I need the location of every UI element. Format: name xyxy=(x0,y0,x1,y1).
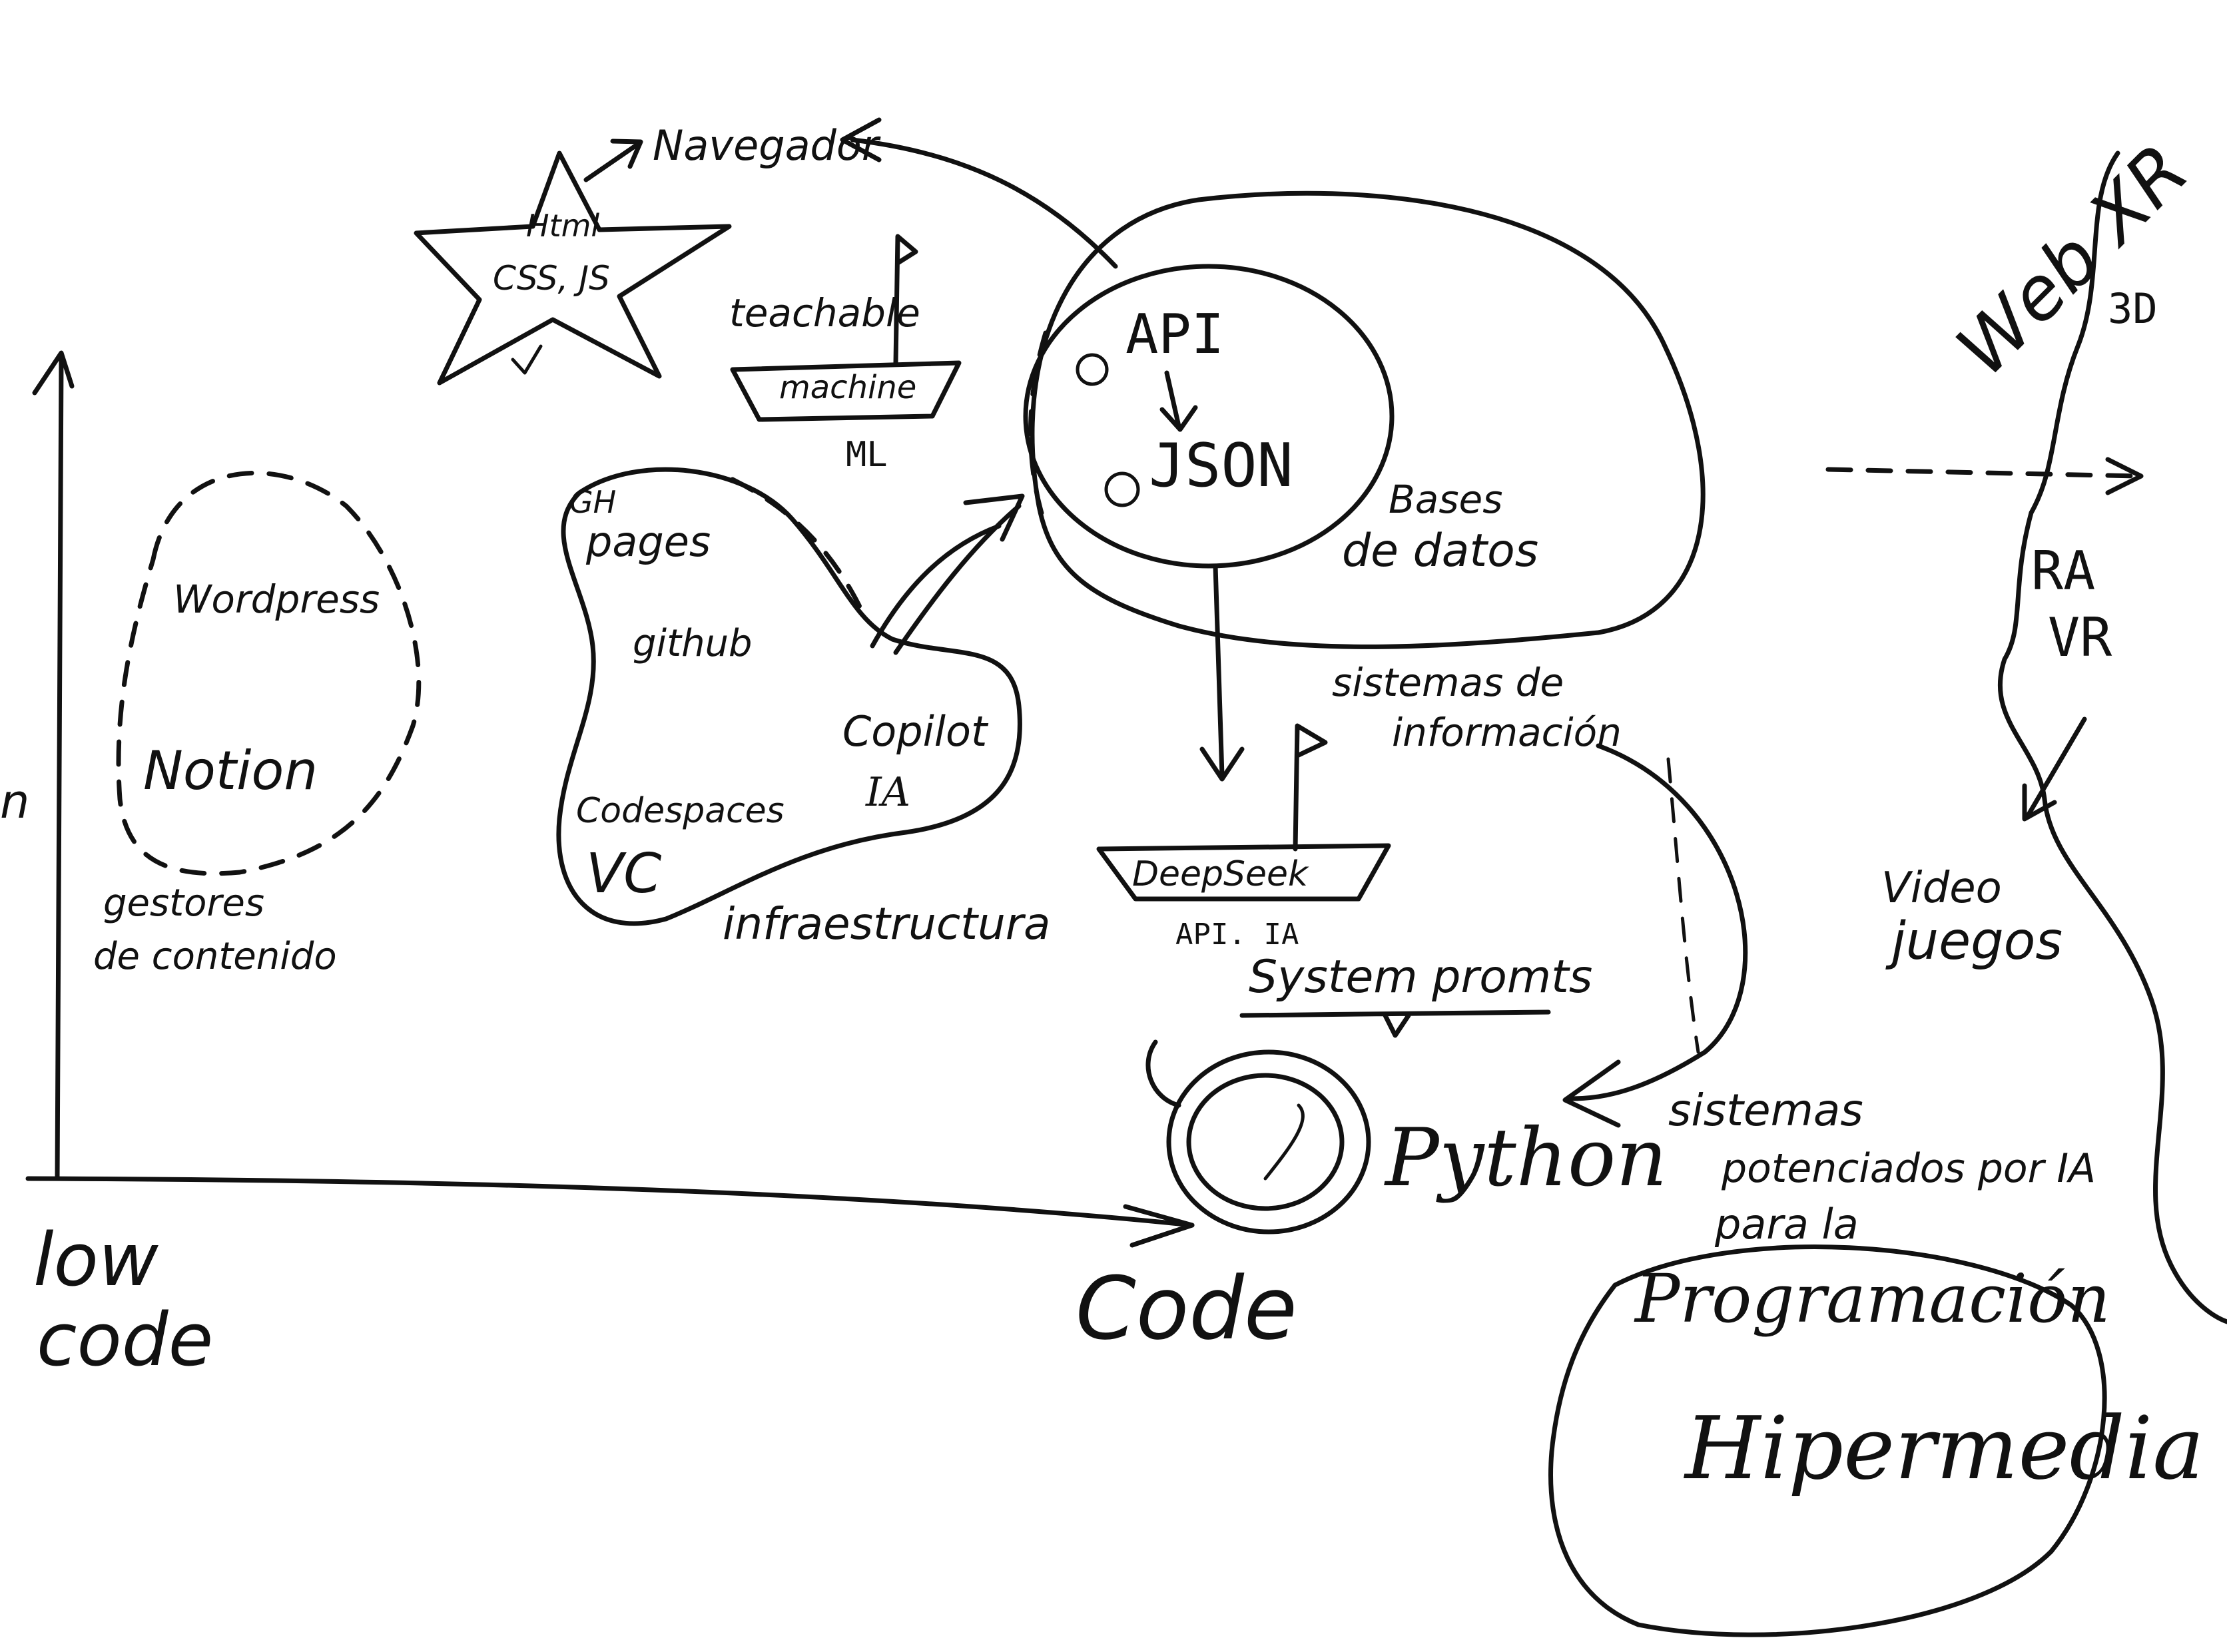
vr-label: VR xyxy=(2048,607,2112,669)
para-la-label: para la xyxy=(1714,1200,1859,1248)
web-basics-cluster: Html CSS, JS Navegador xyxy=(414,121,881,386)
axes xyxy=(25,350,1195,1248)
ml-label: ML xyxy=(846,435,888,475)
deepseek-flag-icon xyxy=(1293,723,1328,852)
python-horn xyxy=(1145,1039,1181,1108)
api-check-icon xyxy=(1076,353,1109,386)
infrastructure-blob-dashed-overlay xyxy=(730,477,868,622)
check-icon xyxy=(511,344,543,375)
copilot-label: Copilot xyxy=(842,707,989,756)
vc-label: VC xyxy=(586,842,661,906)
navegador-label: Navegador xyxy=(653,121,881,170)
api-label: API xyxy=(1125,303,1224,366)
json-check-icon xyxy=(1104,471,1140,507)
xr-dashed-arrowhead xyxy=(2105,457,2144,495)
infrastructure-to-api-arrowhead xyxy=(963,493,1025,542)
programacion-label: Programación xyxy=(1634,1260,2110,1338)
videojuegos-label-line2: juegos xyxy=(1885,912,2063,971)
vr-to-videojuegos-arrowhead xyxy=(2022,783,2057,822)
python-label: Python xyxy=(1384,1112,1668,1205)
deepseek-label: DeepSeek xyxy=(1132,854,1309,894)
xr-cluster: Web XR 3D RA VR Video juegos sistemas po… xyxy=(1668,128,2227,1324)
star-to-navegador-arrowhead xyxy=(610,138,643,169)
api-to-json-arrow xyxy=(1164,370,1181,429)
api-circle-dashed-edge xyxy=(1028,330,1048,529)
api-to-navegador-arrowhead xyxy=(840,117,882,162)
codespaces-label: Codespaces xyxy=(576,791,785,831)
teachable-label: teachable xyxy=(729,290,920,336)
hypermedia-circle xyxy=(1548,1244,2107,1637)
x-axis-arrowhead xyxy=(1123,1204,1195,1248)
github-label: github xyxy=(633,622,753,665)
vr-to-videojuegos-arrow xyxy=(2025,716,2087,818)
python-outer-ring xyxy=(1166,1049,1371,1235)
sistemas-potenciados-label-line2: potenciados por IA xyxy=(1721,1145,2096,1192)
y-axis-arrowhead xyxy=(32,350,75,396)
notion-label: Notion xyxy=(143,740,318,802)
sistemas-info-label-line2: información xyxy=(1392,710,1622,755)
star-icon xyxy=(414,150,732,386)
sistemas-potenciados-label-line1: sistemas xyxy=(1668,1085,1863,1136)
gh-pages-label-line1: GH xyxy=(569,484,616,520)
system-prompts-label: System promts xyxy=(1249,951,1592,1003)
teachable-machine-cluster: teachable machine ML xyxy=(729,234,962,475)
ia-copilot-label: IA xyxy=(865,769,910,816)
infrastructure-label: infraestructura xyxy=(723,898,1050,950)
sistemas-info-label-line1: sistemas de xyxy=(1332,660,1564,705)
hipermedia-label: Hipermedia xyxy=(1684,1398,2204,1499)
api-to-navegador-arrow xyxy=(850,137,1118,269)
api-to-json-arrowhead xyxy=(1159,405,1198,432)
faint-divider xyxy=(1666,757,1700,1054)
web-xr-label: Web XR xyxy=(1940,128,2204,392)
api-ia-label: API. IA xyxy=(1175,918,1299,952)
bases-label-line2: de datos xyxy=(1342,525,1538,577)
y-axis-line xyxy=(55,357,64,1181)
content-managers-label-line1: gestores xyxy=(103,882,264,925)
left-edge-fragment: n xyxy=(0,774,29,829)
infrastructure-to-api-arrow xyxy=(870,523,1002,649)
machine-label: machine xyxy=(779,369,916,406)
ai-pipeline-cluster: sistemas de información DeepSeek API. IA… xyxy=(1096,660,1748,1235)
bases-label-line1: Bases xyxy=(1389,477,1502,522)
css-js-label: CSS, JS xyxy=(493,259,610,298)
boat-icon xyxy=(730,360,962,422)
html-label: Html xyxy=(526,208,599,244)
content-managers-label-line2: de contenido xyxy=(93,935,337,978)
gh-pages-label-line2: pages xyxy=(585,517,711,566)
flag-icon xyxy=(893,234,918,366)
content-managers-cluster: Wordpress Notion gestores de contenido xyxy=(93,470,422,978)
json-label: JSON xyxy=(1149,431,1293,501)
content-managers-blob xyxy=(116,470,422,876)
deepseek-boat-icon xyxy=(1096,843,1391,902)
hypermedia-cluster: Programación Hipermedia xyxy=(1548,1244,2204,1637)
videojuegos-label-line1: Video xyxy=(1881,864,2002,913)
info-systems-to-python-arrowhead xyxy=(1562,1059,1621,1128)
xr-dashed-arrow xyxy=(1825,467,2140,479)
code-label: Code xyxy=(1076,1258,1297,1359)
info-systems-to-python-arrow xyxy=(1569,743,1748,1101)
api-to-deepseek-arrowhead xyxy=(1199,746,1245,782)
star-to-navegador-arrow xyxy=(583,140,642,182)
wordpress-label: Wordpress xyxy=(173,577,380,622)
python-snake-icon xyxy=(1145,1039,1371,1235)
databases-blob xyxy=(1030,190,1706,649)
low-code-label-line1: low xyxy=(33,1217,159,1302)
low-code-label-line2: code xyxy=(37,1297,213,1382)
infrastructure-cluster: GH pages github Codespaces VC Copilot IA… xyxy=(556,467,1050,950)
system-prompts-bubble xyxy=(1239,1009,1551,1038)
api-to-deepseek-arrow xyxy=(1213,563,1225,778)
three-d-label: 3D xyxy=(2108,284,2158,333)
databases-cluster: API JSON Bases de datos xyxy=(840,117,1706,782)
python-tail xyxy=(1263,1103,1305,1181)
api-json-circle xyxy=(1023,264,1395,569)
python-inner-ring xyxy=(1186,1073,1345,1211)
infrastructure-blob xyxy=(556,467,1022,926)
infrastructure-to-api-arrow-2 xyxy=(893,503,1022,655)
x-axis-line xyxy=(25,1176,1195,1228)
ra-label: RA xyxy=(2031,540,2095,602)
xr-boundary-line xyxy=(1997,150,2227,1324)
